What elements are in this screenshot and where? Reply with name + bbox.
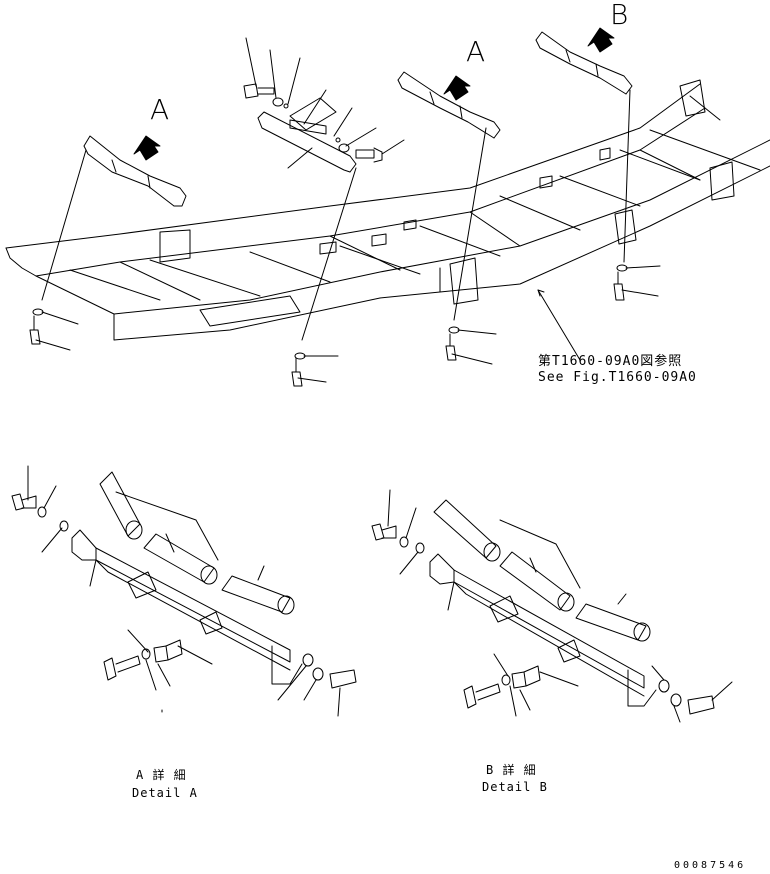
upper-guide-right-a	[397, 71, 501, 139]
detail-a-drawing	[11, 465, 357, 717]
callout-a-left: A	[150, 93, 170, 126]
reference-note-jp: 第T1660-09A0図参照	[538, 354, 683, 369]
arrow-a-right	[443, 75, 471, 101]
upper-bolts	[29, 83, 628, 387]
callout-b-top: B	[610, 0, 629, 31]
detail-b-title-en: Detail B	[482, 780, 548, 794]
vertical-leaders	[41, 89, 631, 341]
arrow-a-left	[133, 135, 161, 161]
reference-note-en: See Fig.T1660-09A0	[538, 370, 697, 385]
callout-a-right: A	[466, 35, 486, 68]
drawing-number: 00087546	[674, 860, 747, 871]
upper-guide-middle	[257, 97, 357, 173]
detail-a-title-en: Detail A	[132, 786, 198, 800]
detail-b-drawing	[371, 489, 733, 723]
upper-callout-leaders	[35, 37, 661, 383]
upper-guide-left	[83, 135, 187, 207]
detail-b-title-jp: B 詳 細	[486, 763, 537, 777]
arrow-b	[587, 27, 615, 53]
detail-a-title-jp: A 詳 細	[136, 768, 187, 782]
upper-guide-b	[535, 31, 633, 95]
frame-assembly	[5, 79, 770, 341]
